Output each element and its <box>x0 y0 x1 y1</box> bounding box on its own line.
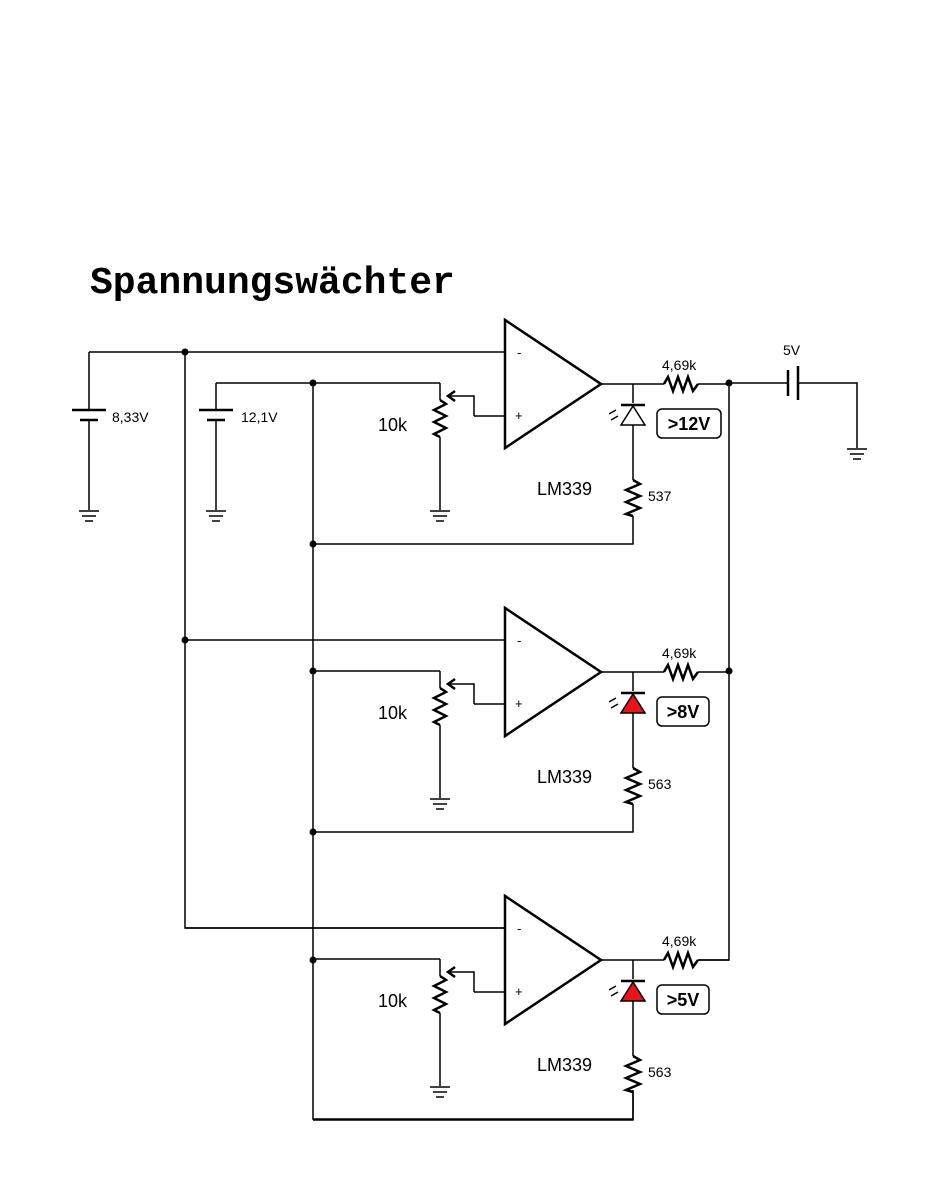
opamp-chip-label: LM339 <box>537 479 592 499</box>
output-resistor-label: 4,69k <box>662 357 697 373</box>
ground-symbol <box>430 1086 450 1098</box>
source-8v33: 8,33V <box>72 352 149 510</box>
indicator-label: >8V <box>667 702 700 722</box>
output-resistor-label: 4,69k <box>662 933 697 949</box>
voltage-indicator-badge: >8V <box>656 696 710 727</box>
indicator-label: >12V <box>668 414 711 434</box>
opamp-plus-pin: + <box>515 984 523 999</box>
ground-symbol <box>79 510 99 522</box>
ground-symbol <box>430 798 450 810</box>
source-8v33-label: 8,33V <box>112 409 149 425</box>
diagram-title: Spannungswächter <box>90 262 455 305</box>
voltage-indicator-badge: >5V <box>656 984 710 1015</box>
source-5v: 5V <box>729 342 858 448</box>
opamp-chip-label: LM339 <box>537 1055 592 1075</box>
led-resistor-label: 563 <box>648 1064 672 1080</box>
led-icon <box>619 980 647 1002</box>
opamp-plus-pin: + <box>515 696 523 711</box>
opamp-minus-pin: - <box>517 345 521 360</box>
opamp-triangle <box>503 317 604 451</box>
led-resistor-label: 537 <box>648 488 672 504</box>
opamp-chip-label: LM339 <box>537 767 592 787</box>
output-resistor-label: 4,69k <box>662 645 697 661</box>
opamp-plus-pin: + <box>515 408 523 423</box>
comparator-stage-2: - + LM339 10k 4,69k 563 >8V <box>185 605 729 833</box>
ground-symbol <box>847 448 867 460</box>
source-5v-label: 5V <box>783 342 801 358</box>
led-icon <box>619 692 647 714</box>
ground-symbol <box>430 510 450 522</box>
opamp-triangle <box>503 893 604 1027</box>
indicator-label: >5V <box>667 990 700 1010</box>
voltage-indicator-badge: >12V <box>656 408 722 439</box>
source-12v1: 12,1V <box>199 383 278 510</box>
source-12v1-label: 12,1V <box>241 409 278 425</box>
opamp-triangle <box>503 605 604 739</box>
opamp-minus-pin: - <box>517 921 521 936</box>
opamp-minus-pin: - <box>517 633 521 648</box>
potentiometer-label: 10k <box>378 415 408 435</box>
ground-symbol <box>206 510 226 522</box>
led-icon <box>619 404 647 426</box>
comparator-stage-1: - + LM339 10k 4,69k 537 >12V <box>313 317 729 545</box>
led-resistor-label: 563 <box>648 776 672 792</box>
potentiometer-label: 10k <box>378 703 408 723</box>
comparator-stage-3: - + LM339 10k 4,69k 563 >5V <box>185 893 729 1121</box>
potentiometer-label: 10k <box>378 991 408 1011</box>
junction-dots <box>181 348 733 964</box>
